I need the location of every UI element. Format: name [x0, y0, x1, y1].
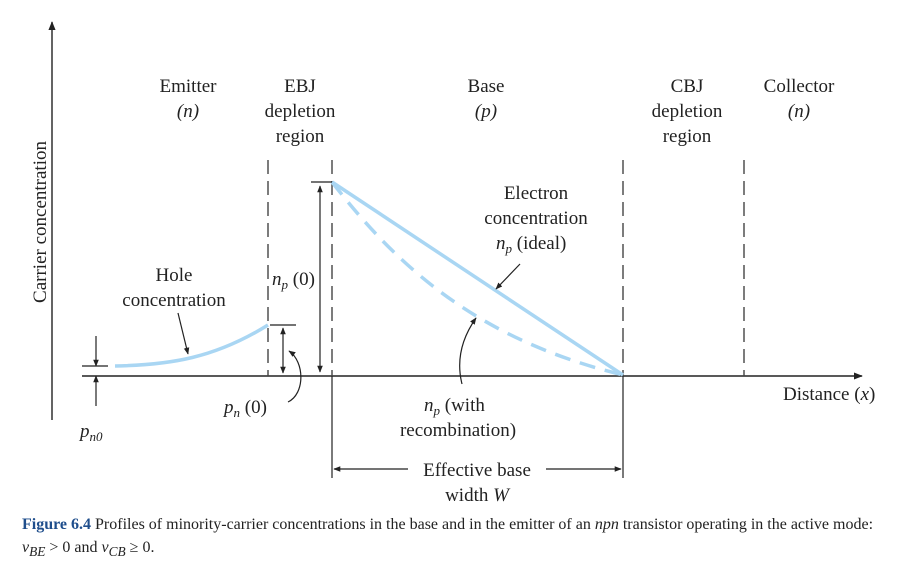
svg-text:np (ideal): np (ideal)	[496, 233, 566, 256]
svg-text:region: region	[663, 126, 712, 147]
region-emitter-label: Emitter (n)	[160, 76, 218, 122]
figure-number: Figure 6.4	[22, 516, 92, 533]
svg-text:Base: Base	[468, 76, 505, 97]
svg-text:depletion: depletion	[652, 101, 723, 122]
region-cbj-label: CBJ depletion region	[652, 76, 723, 147]
svg-text:width W: width W	[445, 485, 511, 505]
figure-caption: Figure 6.4 Profiles of minority-carrier …	[22, 516, 874, 560]
svg-text:(p): (p)	[475, 101, 497, 122]
svg-text:Collector: Collector	[764, 76, 835, 97]
x-axis-label: Distance (x)	[783, 384, 875, 405]
pn0-label: pn0	[78, 421, 103, 444]
svg-text:depletion: depletion	[265, 101, 336, 122]
svg-text:concentration: concentration	[122, 290, 226, 311]
svg-text:concentration: concentration	[484, 208, 588, 229]
np-zero-label: np (0)	[272, 269, 315, 292]
electron-ideal-line	[331, 180, 624, 377]
svg-text:Emitter: Emitter	[160, 76, 218, 97]
pn-zero-leader	[287, 350, 302, 403]
minority-carrier-profile-diagram: Carrier concentration Distance (x) Emitt…	[30, 21, 875, 505]
svg-text:(n): (n)	[788, 101, 810, 122]
hole-concentration-arrow	[177, 312, 190, 355]
svg-text:EBJ: EBJ	[284, 76, 316, 97]
recombination-arrow	[459, 317, 477, 385]
y-axis-label: Carrier concentration	[30, 141, 51, 303]
svg-text:Electron: Electron	[504, 183, 569, 204]
electron-concentration-label: Electron concentration np (ideal)	[484, 183, 588, 256]
region-ebj-label: EBJ depletion region	[265, 76, 336, 147]
svg-text:Effective base: Effective base	[423, 460, 531, 481]
pn-zero-label: pn (0)	[222, 397, 267, 420]
svg-text:CBJ: CBJ	[671, 76, 704, 97]
region-base-label: Base (p)	[468, 76, 505, 122]
recombination-label: np (with recombination)	[400, 395, 516, 441]
effective-base-width-label: Effective base width W	[423, 460, 531, 505]
electron-ideal-arrow	[495, 263, 521, 290]
svg-text:Hole: Hole	[156, 265, 193, 286]
hole-concentration-label: Hole concentration	[122, 265, 226, 311]
region-collector-label: Collector (n)	[764, 76, 835, 122]
electron-recombination-curve	[330, 180, 624, 377]
svg-text:np (with: np (with	[424, 395, 485, 418]
hole-concentration-curve	[114, 323, 269, 368]
svg-text:(n): (n)	[177, 101, 199, 122]
svg-text:recombination): recombination)	[400, 420, 516, 441]
svg-text:region: region	[276, 126, 325, 147]
